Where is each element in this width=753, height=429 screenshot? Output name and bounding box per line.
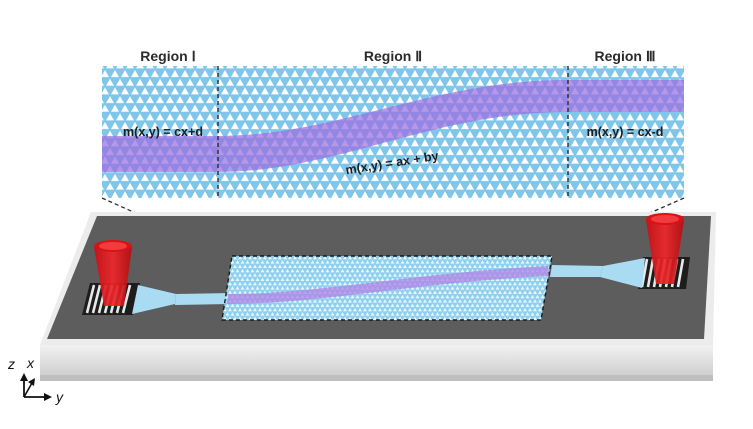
taper-left xyxy=(132,285,176,314)
waveguide-left xyxy=(175,293,232,305)
zoom-panel: Region Ⅰ Region Ⅱ Region Ⅲ m(x,y) = cx+d… xyxy=(102,48,684,198)
fiber-right xyxy=(646,213,684,284)
x-axis-label: x xyxy=(26,355,35,371)
y-axis-label: y xyxy=(55,389,64,405)
region-2-label: Region Ⅱ xyxy=(364,48,422,64)
topological-band xyxy=(102,80,684,172)
taper-right xyxy=(600,258,645,288)
chip-topological-band xyxy=(227,266,549,304)
coordinate-axes: z x y xyxy=(7,355,64,405)
region-3-label: Region Ⅲ xyxy=(595,48,656,64)
fiber-left xyxy=(94,240,132,306)
region-1-label: Region Ⅰ xyxy=(140,48,195,64)
z-axis-label: z xyxy=(7,356,15,372)
equation-region-3: m(x,y) = cx-d xyxy=(587,125,664,139)
equation-region-1: m(x,y) = cx+d xyxy=(123,125,203,139)
x-axis-arrow xyxy=(23,382,33,398)
waveguide-right xyxy=(550,265,603,277)
chip xyxy=(40,212,716,381)
chip-front-face xyxy=(40,345,713,375)
